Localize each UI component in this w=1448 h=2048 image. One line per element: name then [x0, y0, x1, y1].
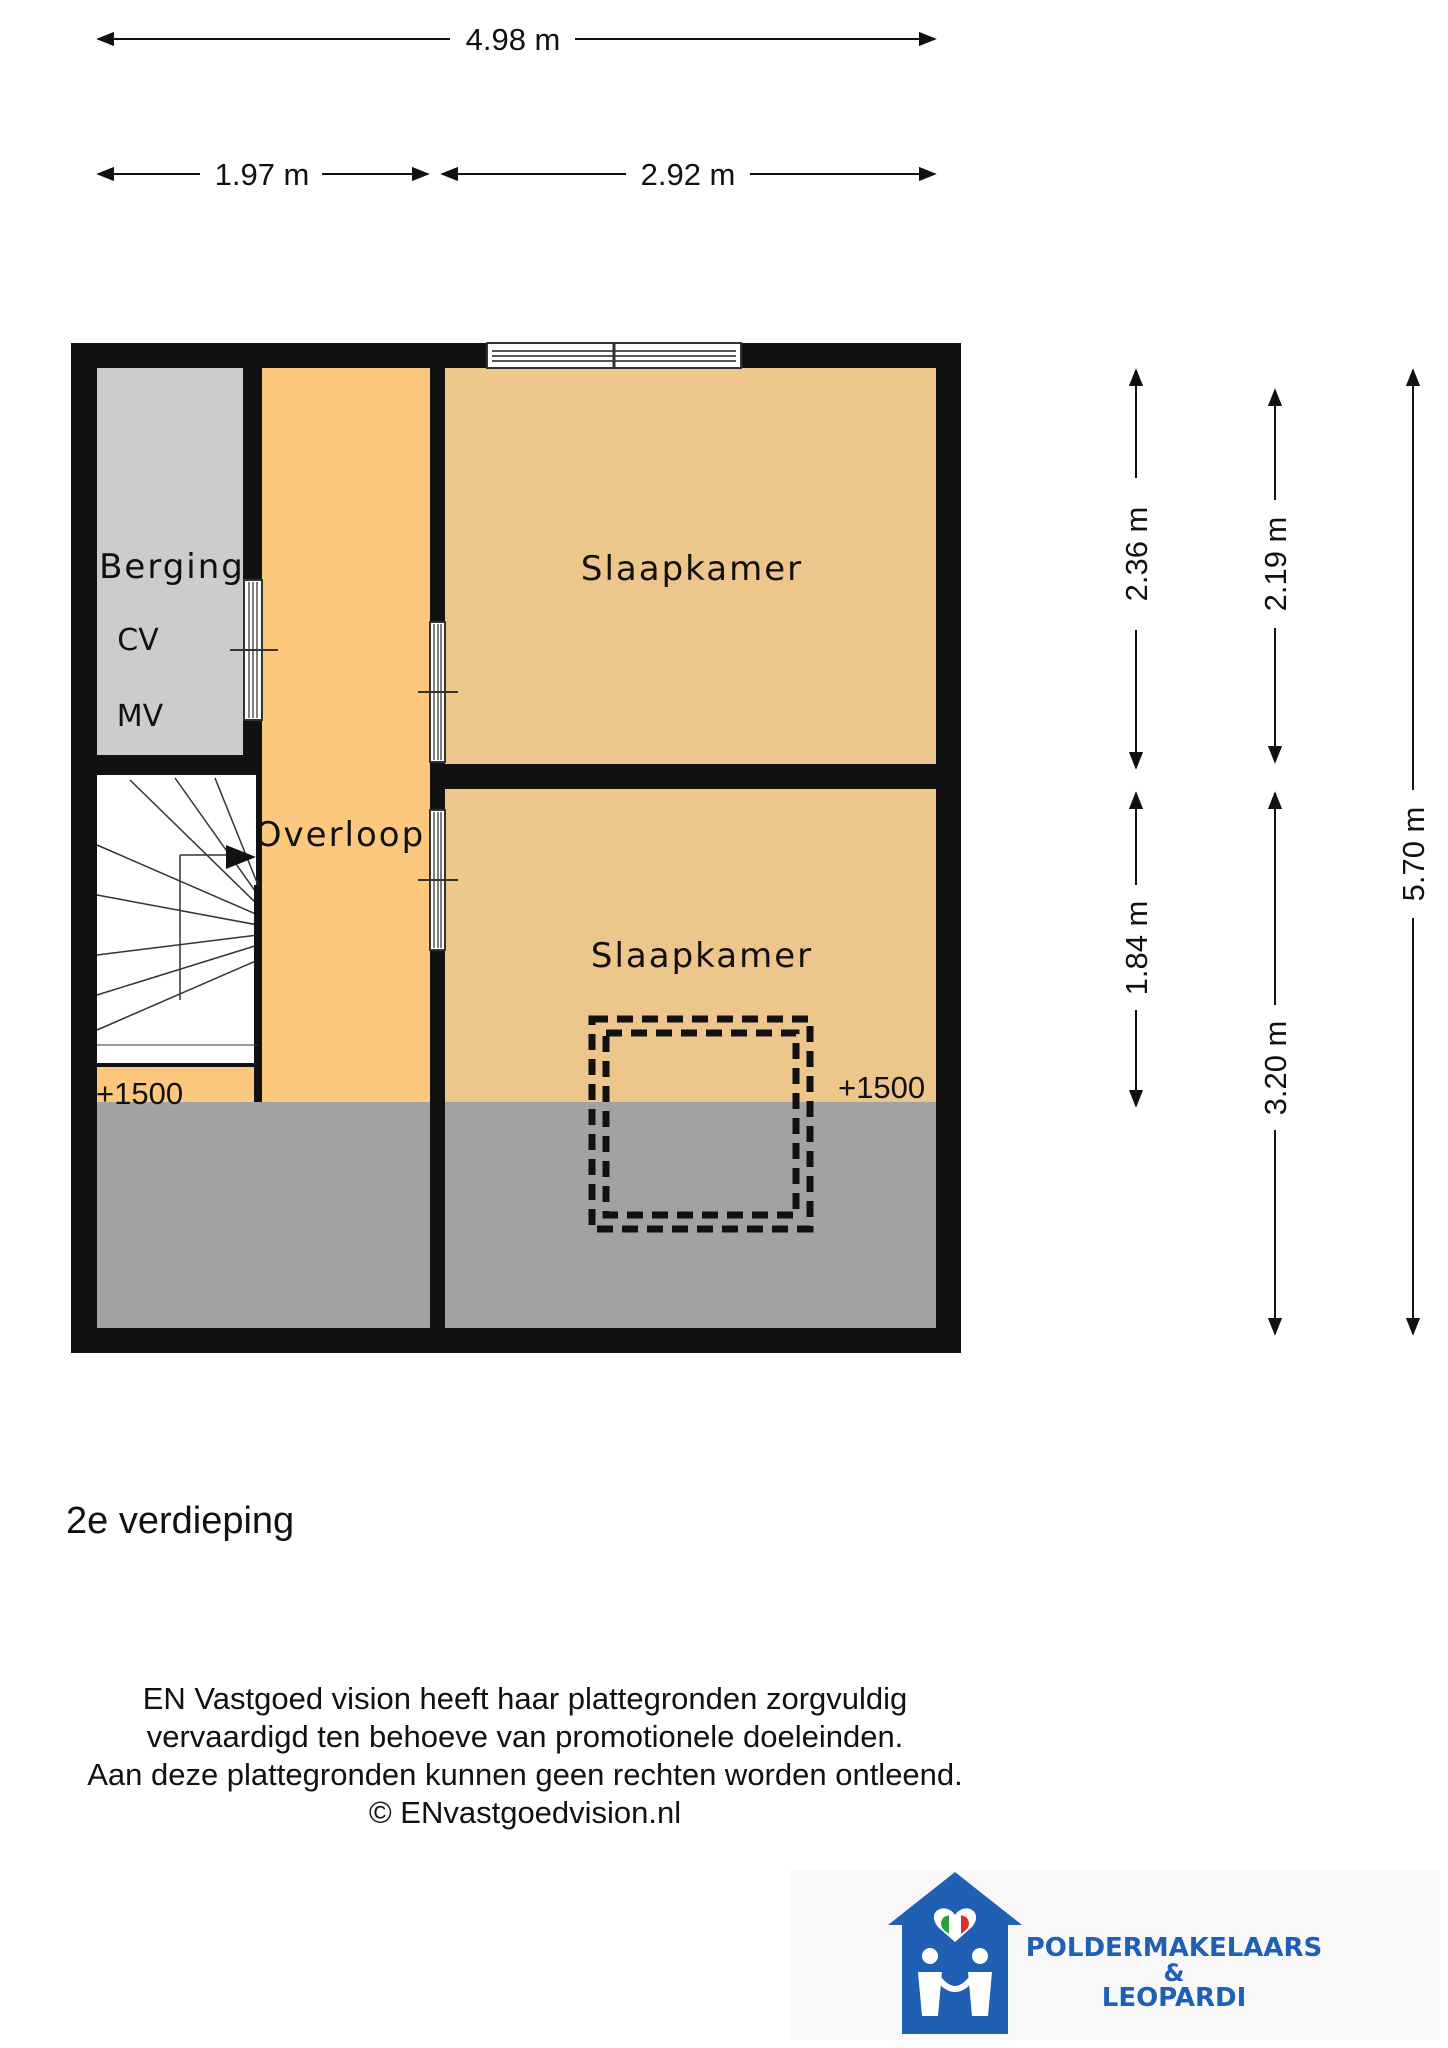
floor-level-label: 2e verdieping	[66, 1500, 295, 1542]
window-top	[486, 342, 742, 369]
roof-hatch	[588, 1015, 814, 1233]
room-label-slaapkamer-top: Slaapkamer	[581, 549, 803, 589]
house-logo-icon	[790, 1870, 1440, 2040]
height-mark-left: +1500	[96, 1076, 183, 1111]
label-cv: CV	[117, 623, 159, 658]
plan-body: Berging CV MV Overloop Slaapkamer Slaapk…	[71, 342, 961, 1353]
dimension-upper-depth-b: 2.19 m	[1258, 388, 1293, 764]
stairs-arrow-icon	[226, 845, 256, 869]
berging-area	[97, 368, 243, 755]
dimension-label-total-width: 4.98 m	[466, 22, 561, 57]
dimension-label-left-width: 1.97 m	[215, 157, 310, 192]
logo-wordmark: POLDERMAKELAARS & LEOPARDI	[1004, 1934, 1344, 2012]
slaapkamer-bottom-area	[445, 789, 936, 1102]
copyright-line: © ENvastgoedvision.nl	[368, 1795, 682, 1830]
disclaimer-line: vervaardigd ten behoeve van promotionele…	[146, 1719, 904, 1754]
logo-line-2: &	[1163, 1959, 1185, 1987]
label-mv: MV	[117, 699, 164, 734]
room-label-overloop: Overloop	[255, 815, 425, 855]
dimension-left-width: 1.97 m	[96, 157, 430, 192]
dimension-label-upper-bedroom-depth: 2.36 m	[1119, 507, 1154, 602]
dimension-upper-bedroom-depth: 2.36 m	[1119, 368, 1154, 770]
door-berging	[230, 579, 278, 721]
dimension-total-depth: 5.70 m	[1396, 368, 1431, 1336]
stairs	[96, 777, 262, 1102]
dimension-label-upper-depth-b: 2.19 m	[1258, 517, 1293, 612]
room-label-slaapkamer-bottom: Slaapkamer	[591, 936, 813, 976]
logo-line-1: POLDERMAKELAARS	[1025, 1933, 1323, 1963]
dimension-lower-bedroom-depth: 1.84 m	[1119, 791, 1154, 1108]
slaapkamer-top-area	[445, 368, 936, 764]
dimension-label-lower-bedroom-depth: 1.84 m	[1119, 901, 1154, 996]
logo-line-3: LEOPARDI	[1101, 1983, 1247, 2013]
dimension-right-width: 2.92 m	[440, 157, 937, 192]
disclaimer-line: EN Vastgoed vision heeft haar plattegron…	[142, 1681, 908, 1716]
dimension-label-lower-depth-b: 3.20 m	[1258, 1021, 1293, 1116]
dimension-label-total-depth: 5.70 m	[1396, 807, 1431, 902]
height-mark-right: +1500	[838, 1070, 925, 1105]
door-slaapkamer-top	[418, 621, 458, 763]
dimension-label-right-width: 2.92 m	[641, 157, 736, 192]
dimension-lower-depth-b: 3.20 m	[1258, 791, 1293, 1336]
room-label-berging: Berging	[99, 547, 245, 587]
low-ceiling-left	[97, 1102, 430, 1328]
dimension-total-width: 4.98 m	[96, 22, 937, 57]
door-slaapkamer-bottom	[418, 809, 458, 951]
overloop-area	[262, 368, 430, 1102]
disclaimer: EN Vastgoed vision heeft haar plattegron…	[20, 1680, 1030, 1832]
disclaimer-line: Aan deze plattegronden kunnen geen recht…	[87, 1757, 963, 1792]
